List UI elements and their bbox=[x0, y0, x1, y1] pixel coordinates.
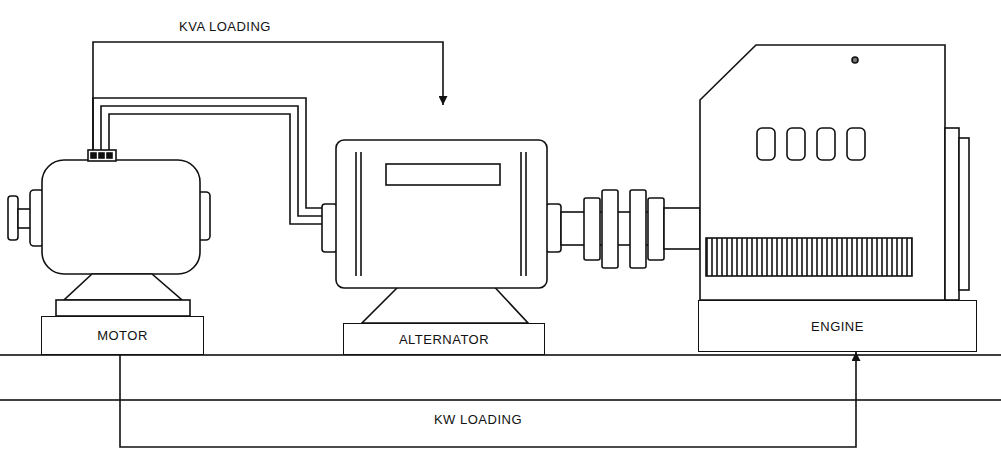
loading-label: KVA LOADING bbox=[175, 19, 275, 34]
nameplate bbox=[386, 164, 500, 185]
loading-label: KW LOADING bbox=[430, 412, 526, 427]
machine-node: ALTERNATOR bbox=[320, 105, 562, 355]
coupling-disk bbox=[584, 198, 600, 260]
body-rib bbox=[525, 152, 527, 276]
coupling-disk bbox=[630, 190, 646, 268]
motor-figure bbox=[8, 150, 210, 316]
terminal-box bbox=[88, 150, 116, 161]
engine-flange bbox=[945, 128, 959, 300]
motor-plinth bbox=[56, 300, 190, 316]
terminal bbox=[99, 153, 104, 158]
motor-body bbox=[42, 160, 200, 274]
cable-wire bbox=[109, 114, 322, 224]
coupling-disk bbox=[602, 190, 618, 268]
alternator-figure bbox=[322, 140, 561, 323]
engine-grille bbox=[706, 238, 912, 276]
power-cable bbox=[93, 98, 322, 224]
engine-figure bbox=[700, 45, 969, 300]
machine-label: MOTOR bbox=[41, 316, 204, 355]
alternator-end-cap bbox=[322, 204, 337, 252]
ground-slab bbox=[0, 355, 1001, 400]
body-rib bbox=[360, 152, 362, 276]
machine-node: MOTOR bbox=[8, 150, 212, 355]
engine-dot bbox=[852, 57, 858, 63]
pulley bbox=[8, 196, 18, 240]
coupling-disk bbox=[648, 198, 664, 260]
engine-body bbox=[700, 45, 945, 300]
motor-pedestal bbox=[64, 274, 182, 300]
body-rib bbox=[520, 152, 522, 276]
engine-window bbox=[847, 128, 865, 160]
alternator-body bbox=[336, 140, 547, 288]
terminal bbox=[91, 153, 96, 158]
engine-window bbox=[817, 128, 835, 160]
machine-label: ALTERNATOR bbox=[343, 323, 545, 355]
coupling bbox=[561, 190, 701, 268]
coupling-hub bbox=[664, 208, 700, 249]
cable-wire bbox=[101, 106, 322, 216]
loading-arrow bbox=[120, 352, 856, 447]
alternator-end-cap bbox=[546, 204, 561, 252]
engine-flange bbox=[959, 138, 969, 290]
engine-window bbox=[757, 128, 775, 160]
loading-arrow bbox=[93, 42, 443, 150]
machine-label: ENGINE bbox=[698, 300, 977, 352]
machine-node: ENGINE bbox=[700, 45, 972, 352]
engine-window bbox=[787, 128, 805, 160]
body-rib bbox=[355, 152, 357, 276]
terminal bbox=[107, 153, 112, 158]
